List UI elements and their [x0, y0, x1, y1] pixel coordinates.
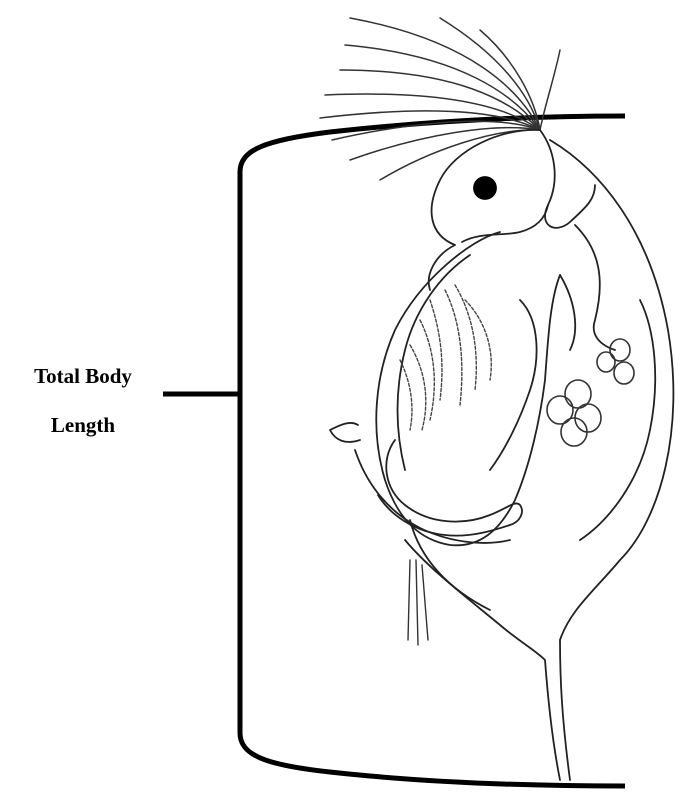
- eye: [474, 177, 496, 199]
- setae: [408, 560, 428, 645]
- gut-outline: [376, 232, 560, 545]
- daphnia-body: [320, 18, 673, 780]
- antennae: [320, 18, 560, 180]
- total-body-label: Total Body: [8, 366, 158, 387]
- length-label: Length: [8, 415, 158, 436]
- measurement-bracket: [163, 116, 625, 786]
- legs: [400, 285, 491, 430]
- tail-spine: [405, 540, 560, 780]
- bracket-top-arc: [240, 116, 625, 172]
- eggs: [547, 339, 634, 446]
